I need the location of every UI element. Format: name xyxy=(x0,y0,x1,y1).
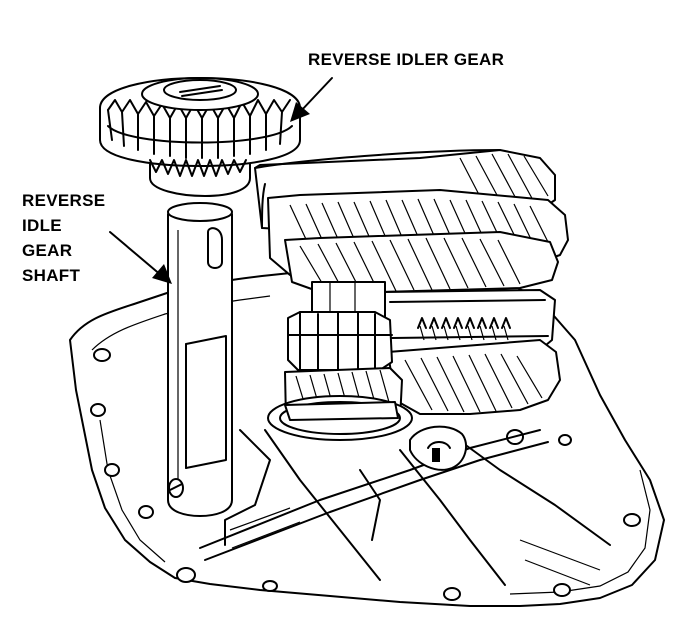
case-ribs xyxy=(199,429,611,586)
oil-hole xyxy=(409,425,468,471)
label-shaft-line-2: IDLE xyxy=(22,216,62,235)
reverse-idle-gear-shaft-drawing xyxy=(167,202,233,517)
label-shaft-line-4: SHAFT xyxy=(22,266,81,285)
label-shaft-line-1: REVERSE xyxy=(22,191,106,210)
label-reverse-idler-gear: REVERSE IDLER GEAR xyxy=(308,50,505,69)
label-shaft-line-3: GEAR xyxy=(22,241,73,260)
callout-arrow-shaft xyxy=(109,231,172,284)
flange-bolt-holes xyxy=(90,348,641,601)
mainshaft-gear-cluster xyxy=(254,149,569,441)
label-reverse-idle-gear-shaft: REVERSE IDLE GEAR SHAFT xyxy=(22,188,105,288)
reverse-idler-gear-drawing xyxy=(99,77,301,197)
callout-arrow-idler-gear xyxy=(290,77,333,122)
synchro-teeth xyxy=(417,317,511,341)
